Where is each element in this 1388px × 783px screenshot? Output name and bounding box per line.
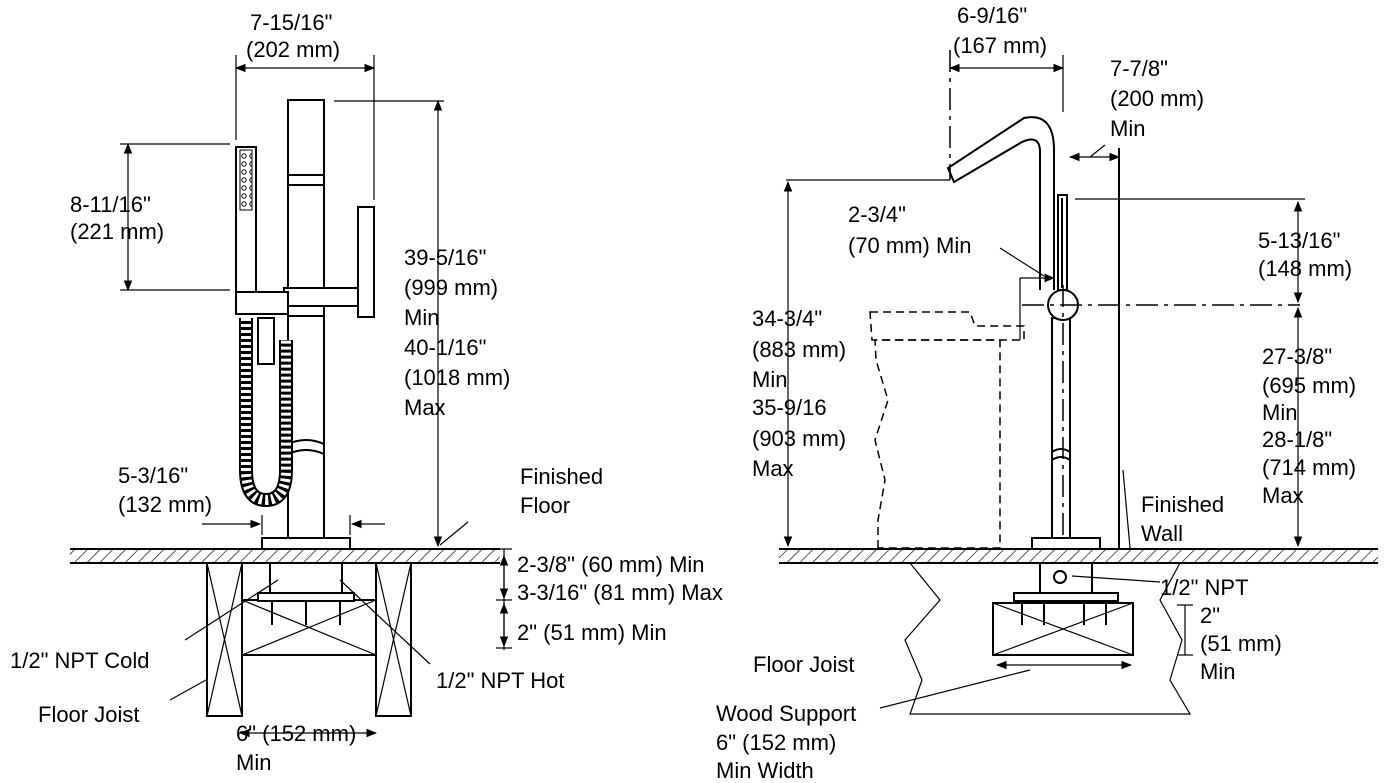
left-handshower-height: 8-11/16" (221 mm) — [70, 192, 164, 244]
right-handle-height: 27-3/8" (695 mm) Min 28-1/8" (714 mm) Ma… — [1262, 344, 1362, 508]
left-dimensions — [120, 55, 512, 738]
right-tub-rim-height: 34-3/4" (883 mm) Min 35-9/16 (903 mm) Ma… — [752, 306, 852, 481]
left-view: 7-15/16" (202 mm) 8-11/16" (221 mm) 39-5… — [10, 10, 723, 775]
right-npt: 1/2" NPT — [1160, 575, 1249, 600]
left-cold-supply: 1/2" NPT Cold — [10, 648, 149, 673]
left-handshower — [235, 146, 293, 508]
right-floor-joist-label: Floor Joist — [753, 652, 854, 677]
left-hot-supply: 1/2" NPT Hot — [436, 668, 564, 693]
left-floor-thickness: 2-3/8" (60 mm) Min 3-3/16" (81 mm) Max — [517, 552, 723, 605]
right-side-clearance: 2-3/4" (70 mm) Min — [848, 202, 971, 258]
left-width-top: 7-15/16" (202 mm) — [246, 10, 340, 62]
right-faucet-column — [946, 116, 1119, 625]
right-wall-clearance: 7-7/8" (200 mm) Min — [1110, 56, 1210, 141]
left-spout-height: 39-5/16" (999 mm) Min 40-1/16" (1018 mm)… — [404, 245, 516, 420]
right-support-depth: 2" (51 mm) Min — [1200, 603, 1288, 684]
left-base-offset: 5-3/16" (132 mm) — [118, 463, 212, 517]
right-finished-wall-label: Finished Wall — [1141, 492, 1230, 546]
left-faucet-column — [283, 99, 375, 539]
left-joist-spacing: 6" (152 mm) Min — [236, 721, 362, 775]
right-floor-joist — [904, 562, 1192, 715]
left-finished-floor: Finished Floor — [520, 464, 609, 518]
right-handshower-offset: 5-13/16" (148 mm) — [1258, 228, 1352, 281]
left-floor — [70, 548, 500, 564]
right-wood-support — [992, 602, 1134, 670]
right-dimensions — [783, 55, 1305, 709]
right-floor — [779, 548, 1378, 564]
right-view: 6-9/16" (167 mm) 7-7/8" (200 mm) Min 2-3… — [716, 3, 1378, 783]
left-floor-joist: Floor Joist — [38, 702, 139, 727]
left-floor-joists — [206, 562, 412, 717]
left-rough-in-valve — [257, 537, 355, 625]
right-wood-support-label: Wood Support 6" (152 mm) Min Width — [716, 701, 862, 783]
right-spout-reach: 6-9/16" (167 mm) — [953, 3, 1047, 58]
left-support-depth: 2" (51 mm) Min — [517, 620, 667, 645]
right-tub-outline — [874, 339, 1001, 549]
